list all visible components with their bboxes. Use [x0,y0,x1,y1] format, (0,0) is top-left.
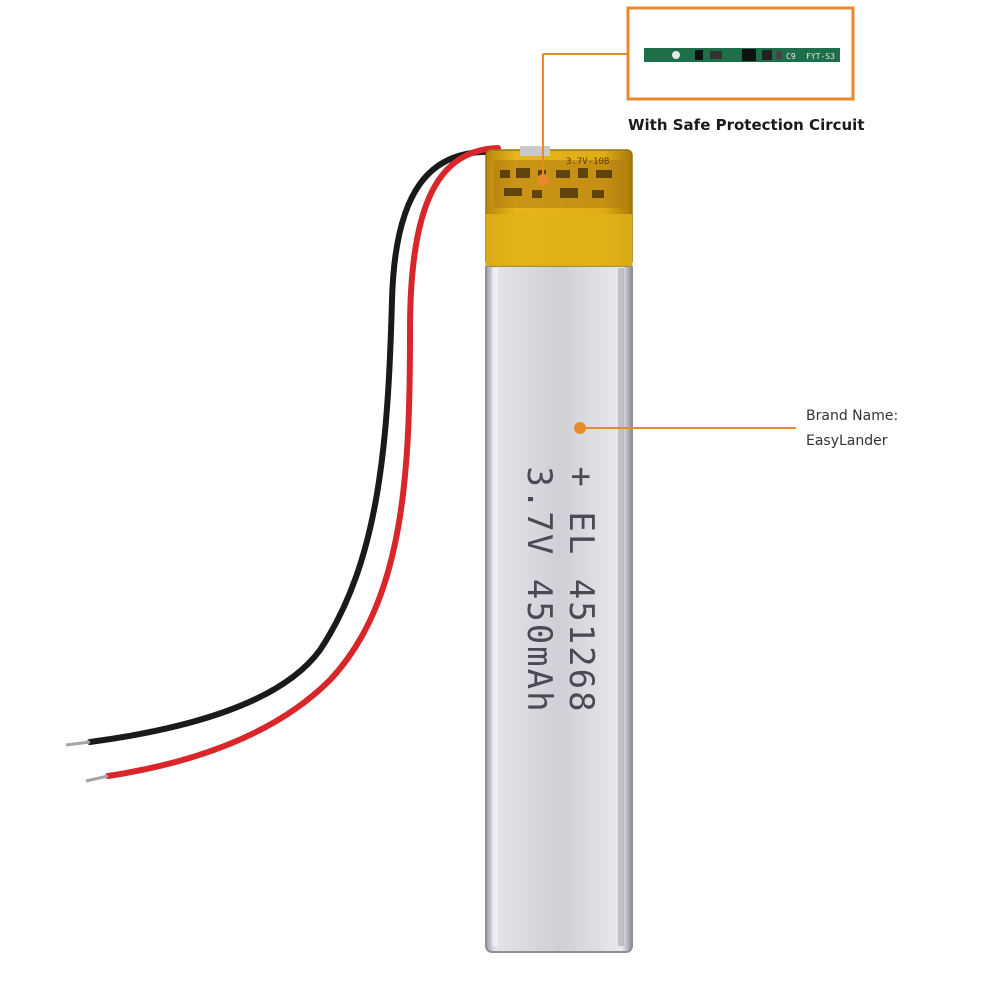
solder-tab [520,146,550,156]
cell-edge-left [492,268,498,946]
tape-top-label: 3.7V-10B [566,157,609,167]
protection-caption: With Safe Protection Circuit [628,116,865,134]
brand-label: Brand Name: [806,408,899,424]
battery-spec-line: 3.7V 450mAh [519,466,559,714]
pcb-label-fyt: FYT-S3 [806,52,835,61]
tape-band [486,214,632,266]
brand-callout: Brand Name: EasyLander [806,404,898,454]
red-wire [105,145,501,779]
black-wire-tip [65,740,91,747]
brand-marker [574,422,586,434]
brand-value: EasyLander [806,433,888,449]
cell-edge-right [618,268,624,946]
red-wire-tip [85,774,109,783]
pcb-label-c9: C9 [786,52,796,61]
pcb-board-components [672,49,782,61]
protection-marker [537,174,549,186]
battery-model-line: + EL 451268 [561,466,601,714]
black-wire [87,148,495,745]
